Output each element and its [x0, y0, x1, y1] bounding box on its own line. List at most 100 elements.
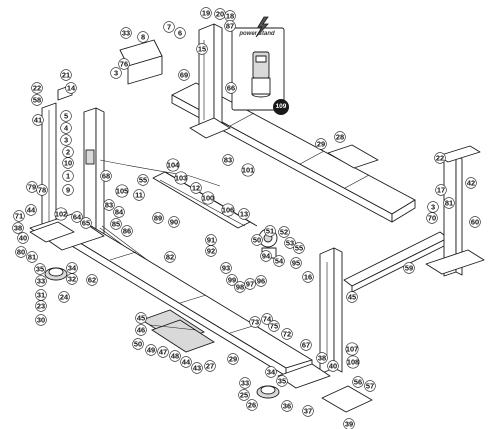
callout-26: 26 [246, 399, 258, 411]
callout-number: 80 [17, 248, 25, 257]
callout-72: 72 [281, 328, 293, 340]
callout-number: 76 [120, 60, 128, 69]
callout-6: 6 [174, 27, 186, 39]
callout-bubble [115, 184, 129, 198]
callout-78: 78 [36, 184, 48, 196]
drip-tray [327, 144, 379, 169]
callout-51: 51 [264, 225, 276, 237]
callout-bubble [241, 163, 255, 177]
callout-bubble [327, 360, 339, 372]
callout-bubble [86, 274, 98, 286]
callout-bubble [346, 291, 358, 303]
callout-82: 82 [164, 251, 176, 263]
callout-bubble [220, 262, 232, 274]
callout-74: 74 [261, 313, 273, 325]
callout-75: 75 [268, 320, 280, 332]
callout-bubble [26, 251, 38, 263]
callout-number: 96 [257, 277, 265, 286]
callout-bubble [31, 82, 43, 94]
callout-2: 2 [62, 146, 74, 158]
callout-number: 3 [114, 69, 118, 78]
callout-bubble [178, 69, 190, 81]
callout-number: 97 [246, 280, 254, 289]
callout-bubble [200, 7, 212, 19]
callout-bubble [273, 255, 285, 267]
callout-bubble [302, 271, 314, 283]
callout-bubble [62, 184, 74, 196]
callout-83: 83 [222, 154, 234, 166]
callout-bubble [364, 380, 376, 392]
callout-54: 54 [273, 255, 285, 267]
callout-93: 93 [220, 262, 232, 274]
callout-bubble [293, 242, 305, 254]
callout-number: 78 [38, 186, 46, 195]
callout-59: 59 [403, 262, 415, 274]
callout-bubble [196, 43, 208, 55]
callout-number: 45 [137, 314, 145, 323]
callout-number: 11 [135, 191, 143, 200]
callout-bubble [224, 20, 236, 32]
callout-number: 92 [207, 247, 215, 256]
callout-number: 2 [66, 148, 70, 157]
callout-number: 42 [467, 179, 475, 188]
callout-number: 81 [445, 199, 453, 208]
callout-number: 73 [251, 318, 259, 327]
callout-bubble [137, 174, 149, 186]
callout-80: 80 [15, 246, 27, 258]
callout-29: 29 [315, 138, 327, 150]
callout-number: 21 [62, 71, 70, 80]
callout-bubble [65, 82, 77, 94]
callout-number: 90 [170, 218, 178, 227]
approach-ramp-2 [277, 363, 331, 389]
callout-98: 98 [234, 281, 246, 293]
callout-13: 13 [238, 208, 250, 220]
callout-35: 35 [34, 263, 46, 275]
callout-number: 49 [147, 346, 155, 355]
callout-102: 102 [54, 207, 68, 221]
callout-104: 104 [166, 158, 180, 172]
callout-bubble [315, 138, 327, 150]
callout-number: 75 [270, 322, 278, 331]
callout-number: 70 [428, 214, 436, 223]
callout-number: 29 [229, 355, 237, 364]
callout-number: 104 [167, 161, 180, 170]
callout-bubble [174, 171, 188, 185]
callout-number: 58 [33, 96, 41, 105]
callout-bubble [132, 338, 144, 350]
callout-number: 64 [73, 213, 82, 222]
callout-69: 69 [178, 69, 190, 81]
callout-number: 1 [66, 172, 70, 181]
callout-number: 44 [27, 206, 36, 215]
callout-bubble [110, 67, 122, 79]
callout-bubble [31, 94, 43, 106]
callout-76: 76 [118, 58, 130, 70]
callout-49: 49 [145, 344, 157, 356]
callout-number: 48 [171, 352, 179, 361]
callout-73: 73 [249, 316, 261, 328]
callout-number: 94 [262, 252, 271, 261]
callout-bubble [12, 222, 24, 234]
callout-number: 33 [37, 277, 45, 286]
callout-bubble [238, 208, 250, 220]
callout-number: 67 [302, 341, 310, 350]
callout-bubble [135, 324, 147, 336]
callout-42: 42 [465, 177, 477, 189]
callout-81: 81 [443, 197, 455, 209]
callout-number: 98 [236, 283, 244, 292]
callout-number: 14 [67, 84, 76, 93]
callout-number: 10 [64, 159, 72, 168]
callout-number: 91 [207, 236, 215, 245]
callout-106: 106 [221, 203, 235, 217]
callout-103: 103 [174, 171, 188, 185]
callout-bubble [316, 352, 328, 364]
callout-number: 89 [154, 214, 162, 223]
callout-57: 57 [364, 380, 376, 392]
callout-number: 29 [317, 140, 325, 149]
brand-text: power stand [239, 31, 275, 37]
callout-bubble [334, 131, 346, 143]
callout-16: 16 [302, 271, 314, 283]
callout-number: 72 [283, 330, 291, 339]
callout-bubble [62, 157, 74, 169]
callout-bubble [246, 399, 258, 411]
callout-number: 17 [437, 186, 445, 195]
